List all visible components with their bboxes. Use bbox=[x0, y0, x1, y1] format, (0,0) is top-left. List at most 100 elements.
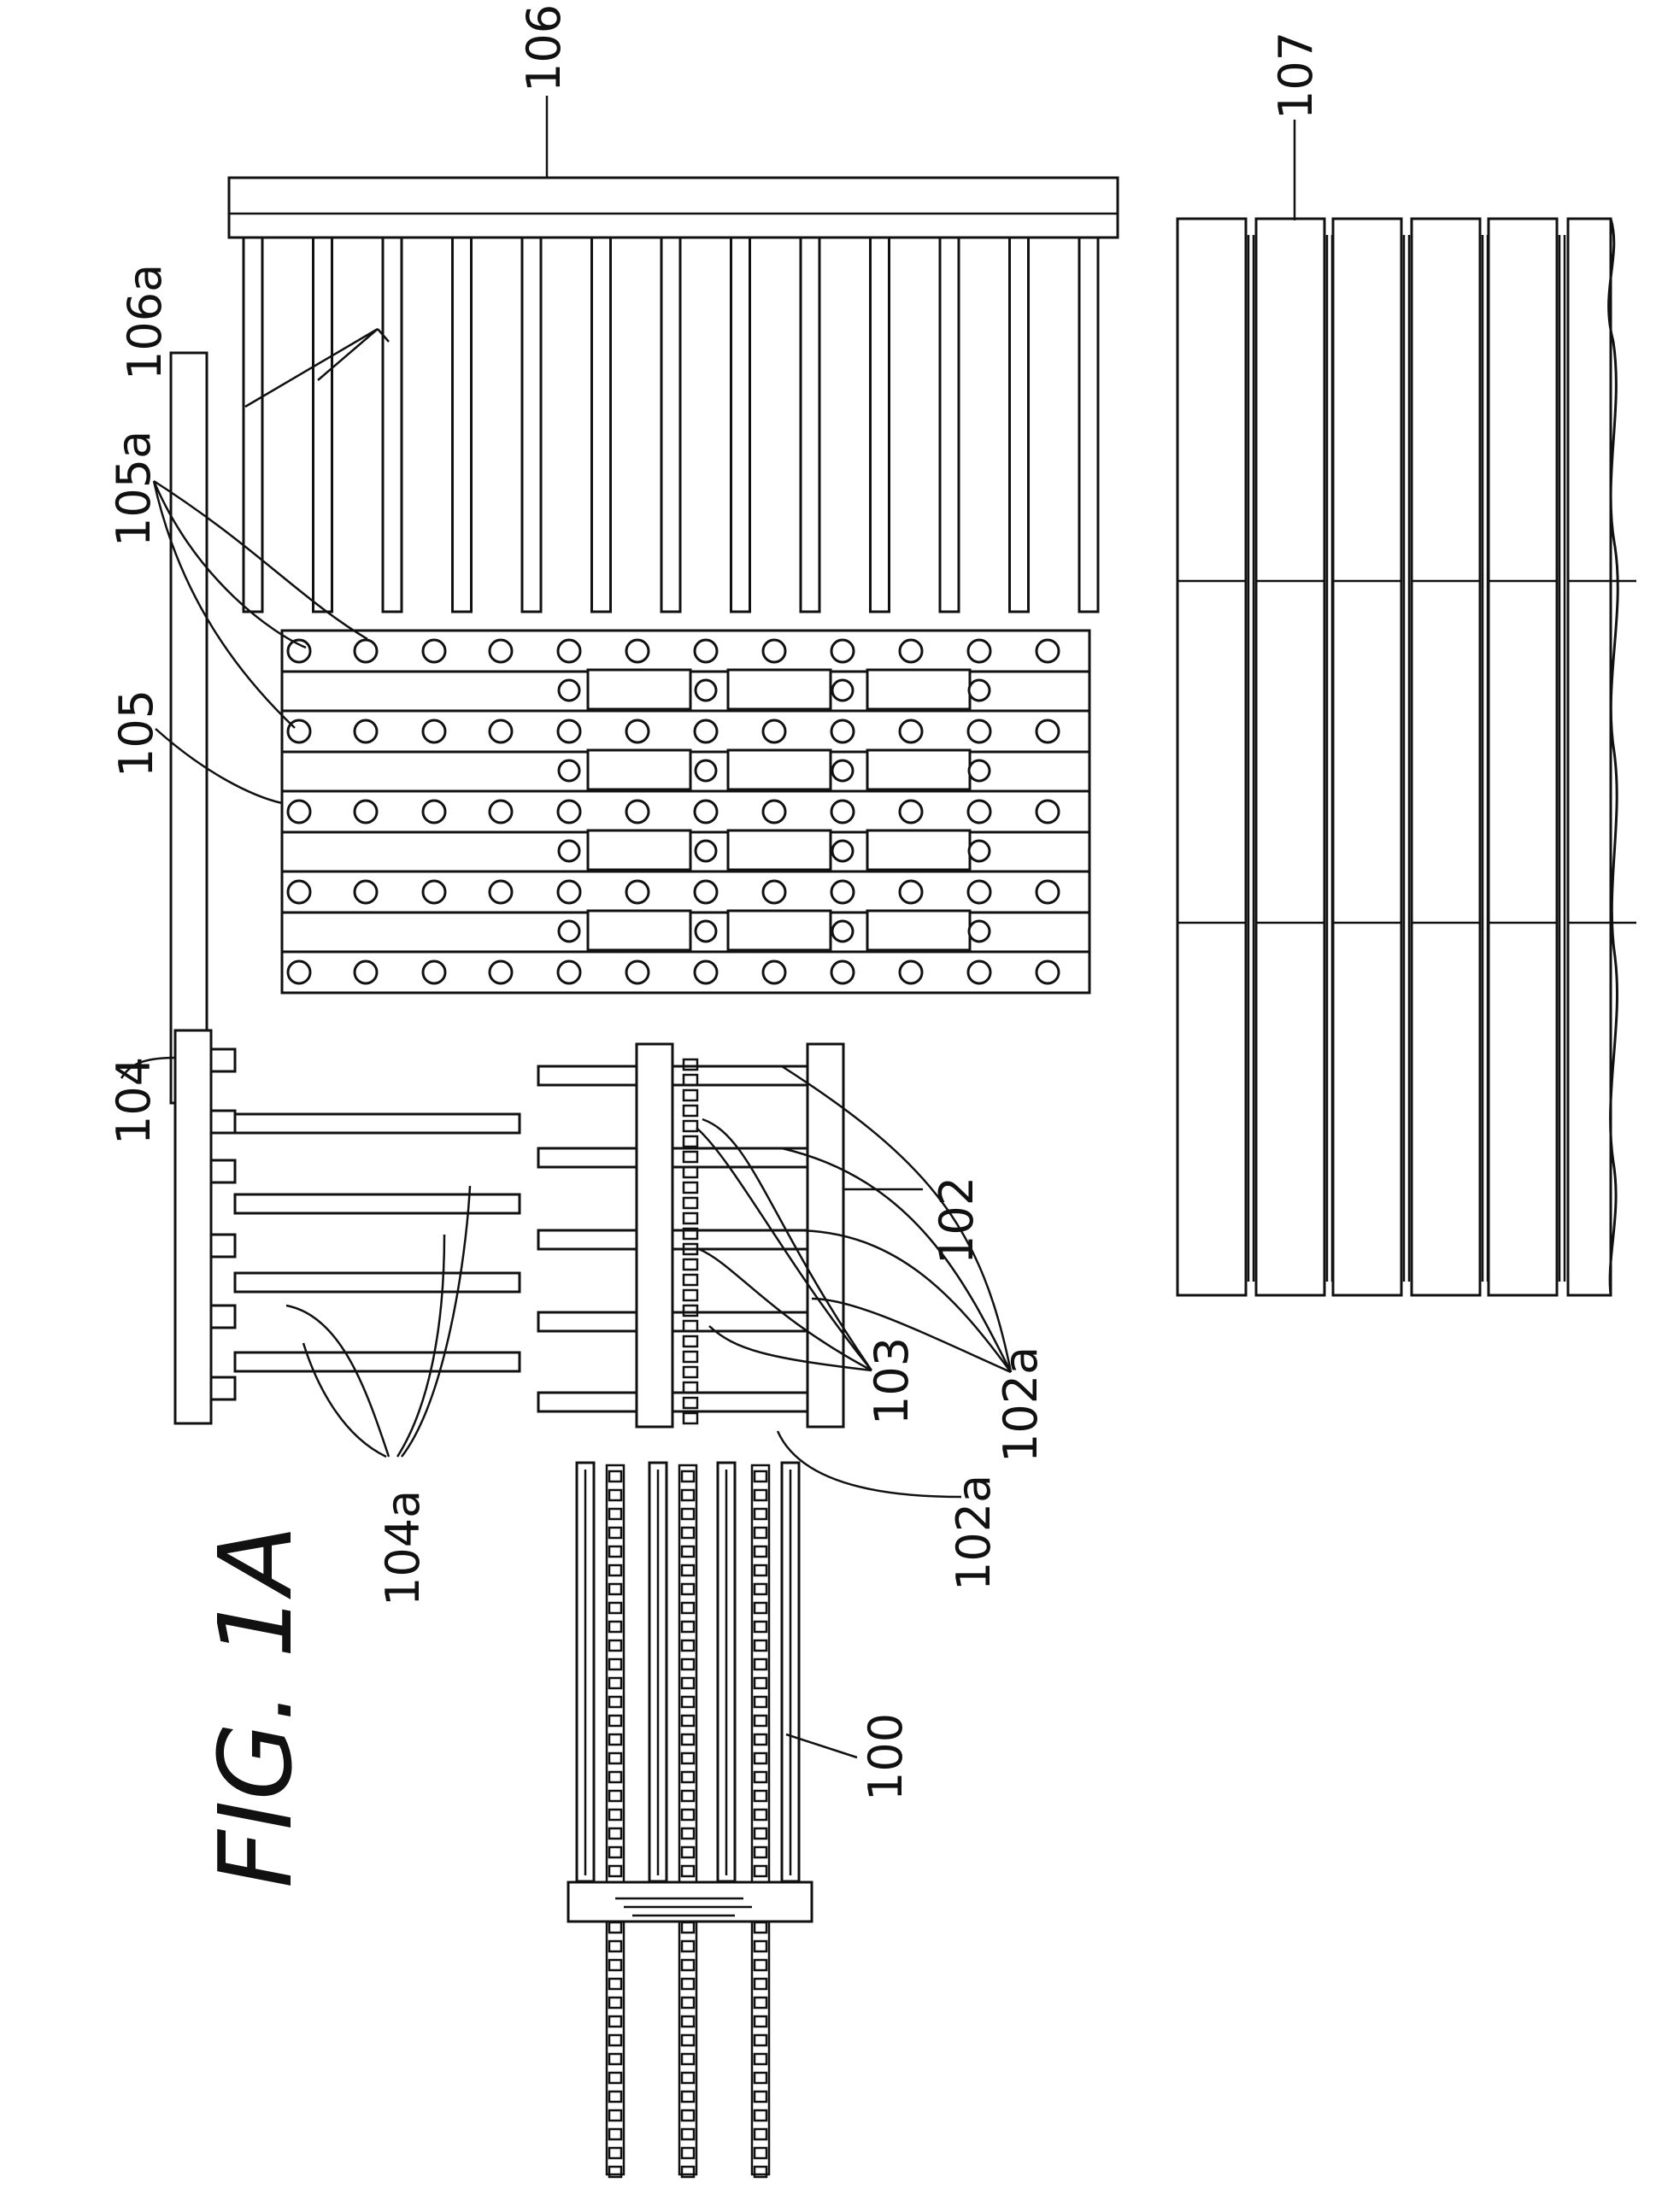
hole-105a bbox=[832, 921, 853, 942]
rail-100-link bbox=[609, 1546, 621, 1557]
hole-105a bbox=[558, 801, 580, 823]
label-100: 100 bbox=[859, 1713, 913, 1801]
rail-100-link bbox=[609, 1678, 621, 1688]
window-105 bbox=[867, 750, 970, 789]
hole-105a bbox=[900, 640, 922, 662]
hole-105a bbox=[1037, 640, 1059, 662]
tooth-106a bbox=[383, 238, 402, 612]
part-100-rails bbox=[577, 1463, 799, 2177]
rail-100-link bbox=[682, 1998, 694, 2008]
hole-105a bbox=[763, 720, 785, 742]
rail-100-link bbox=[609, 1471, 621, 1482]
hole-105a bbox=[763, 801, 785, 823]
rail-100-link bbox=[609, 1622, 621, 1632]
rail-100-link bbox=[682, 1509, 694, 1519]
rail-100-link bbox=[609, 1960, 621, 1970]
hole-105a bbox=[968, 961, 990, 983]
rail-100-link bbox=[755, 1716, 766, 1726]
rail-100-link bbox=[682, 1584, 694, 1594]
element-103 bbox=[684, 1367, 697, 1377]
hole-105a bbox=[968, 801, 990, 823]
rail-100-link bbox=[609, 1584, 621, 1594]
rail-100-link bbox=[609, 2129, 621, 2139]
rail-100-link bbox=[682, 2148, 694, 2158]
rail-100-link bbox=[609, 1734, 621, 1745]
part-106a-teeth bbox=[244, 238, 1098, 612]
rail-100-link bbox=[755, 1565, 766, 1575]
strip-107 bbox=[1177, 219, 1246, 1295]
pin-104a bbox=[235, 1194, 520, 1213]
element-103 bbox=[684, 1290, 697, 1300]
hole-105a bbox=[696, 921, 716, 942]
rail-100-link bbox=[609, 1716, 621, 1726]
rail-100-link bbox=[609, 1640, 621, 1651]
rail-100-link bbox=[682, 1979, 694, 1989]
hole-105a bbox=[355, 881, 377, 903]
label-106: 106 bbox=[517, 4, 571, 92]
window-105 bbox=[728, 830, 831, 870]
hole-105a bbox=[1037, 720, 1059, 742]
rail-100-link bbox=[755, 1998, 766, 2008]
rail-100-link bbox=[755, 1753, 766, 1763]
hole-105a bbox=[763, 881, 785, 903]
window-105 bbox=[867, 911, 970, 950]
rail-100-link bbox=[682, 1471, 694, 1482]
rail-100-link bbox=[755, 1678, 766, 1688]
rail-100-link bbox=[609, 1810, 621, 1820]
element-103 bbox=[684, 1121, 697, 1131]
rail-100-link bbox=[682, 1922, 694, 1933]
clip-104 bbox=[211, 1377, 235, 1399]
label-102: 102 bbox=[930, 1176, 984, 1264]
hole-105a bbox=[559, 921, 579, 942]
rail-100-link bbox=[609, 1659, 621, 1669]
element-103 bbox=[684, 1259, 697, 1270]
hole-105a bbox=[355, 720, 377, 742]
tooth-106a bbox=[314, 238, 332, 612]
rail-100-link bbox=[755, 2148, 766, 2158]
hole-105a bbox=[558, 961, 580, 983]
rail-100-link bbox=[682, 1659, 694, 1669]
rail-100-link bbox=[755, 1546, 766, 1557]
rail-100-link bbox=[755, 1791, 766, 1801]
hole-105a bbox=[626, 720, 649, 742]
hole-105a bbox=[559, 760, 579, 781]
pin-102a bbox=[538, 1393, 637, 1411]
rail-100-link bbox=[755, 1659, 766, 1669]
rail-100-link bbox=[682, 1603, 694, 1613]
rail-100-link bbox=[682, 1716, 694, 1726]
hole-105a bbox=[558, 720, 580, 742]
window-105 bbox=[867, 670, 970, 709]
rail-100-link bbox=[755, 2035, 766, 2045]
hole-105a bbox=[968, 720, 990, 742]
hole-105a bbox=[969, 921, 990, 942]
rail-100-link bbox=[682, 2110, 694, 2121]
label-102a-lower: 102a bbox=[947, 1475, 1001, 1591]
hole-105a bbox=[696, 680, 716, 701]
figure-title: FIG. 1A bbox=[197, 1525, 314, 1888]
pin-102a bbox=[538, 1230, 637, 1249]
element-103 bbox=[684, 1352, 697, 1362]
pin-102a bbox=[538, 1148, 637, 1167]
rail-100-link bbox=[609, 2092, 621, 2102]
rail-100-link bbox=[755, 2016, 766, 2027]
pin-102a bbox=[538, 1312, 637, 1331]
rail-100-link bbox=[755, 1922, 766, 1933]
window-105 bbox=[728, 750, 831, 789]
rail-100-link bbox=[609, 1603, 621, 1613]
rail-100-link bbox=[682, 2054, 694, 2064]
hole-105a bbox=[832, 760, 853, 781]
hole-105a bbox=[969, 841, 990, 861]
tooth-106a bbox=[1010, 238, 1029, 612]
hole-105a bbox=[900, 881, 922, 903]
rail-100-link bbox=[609, 1791, 621, 1801]
rail-100-link bbox=[609, 1753, 621, 1763]
label-104: 104 bbox=[107, 1057, 161, 1145]
hole-105a bbox=[423, 801, 445, 823]
rail-100-link bbox=[682, 2073, 694, 2083]
clip-104 bbox=[211, 1160, 235, 1182]
strip-107 bbox=[1256, 219, 1324, 1295]
tooth-106a bbox=[244, 238, 262, 612]
hole-105a bbox=[626, 640, 649, 662]
